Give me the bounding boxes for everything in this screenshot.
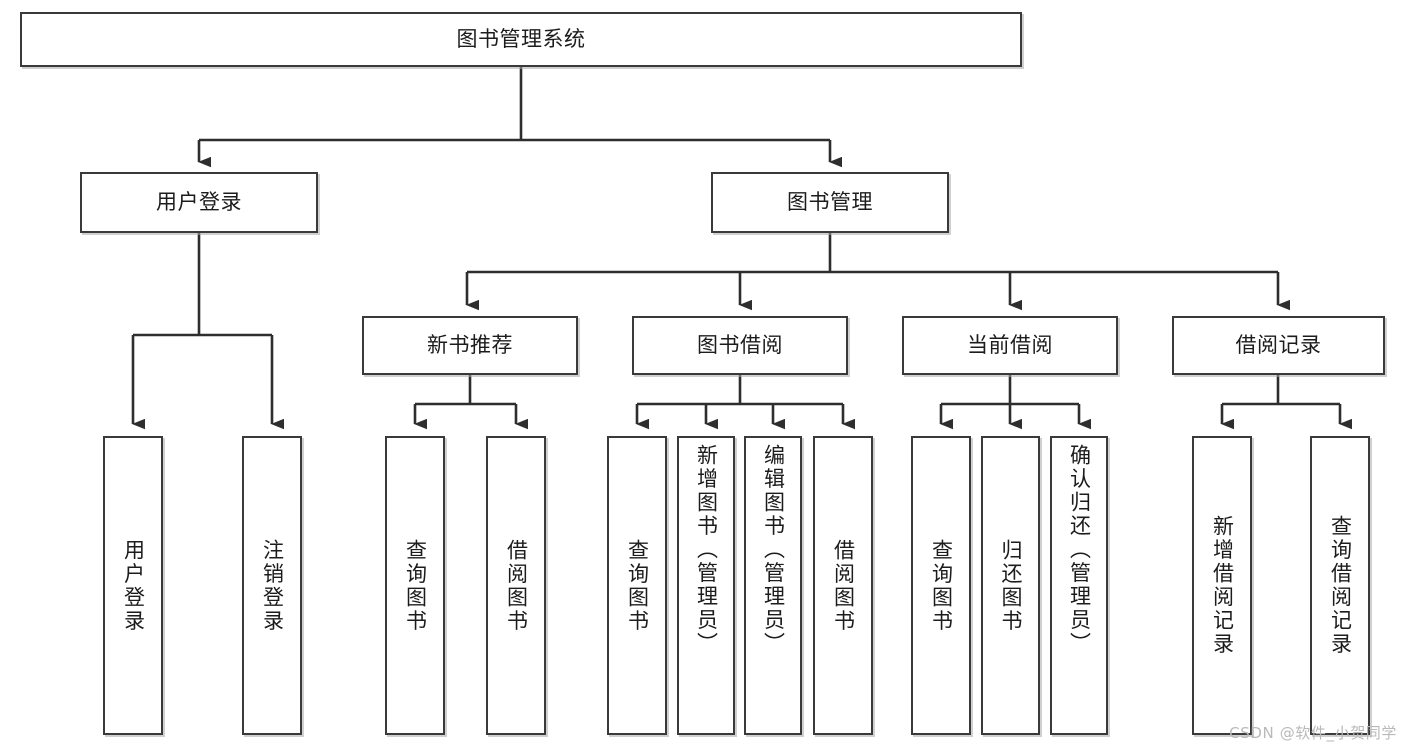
node-leaf-borrow-book-b[interactable]: 借阅图书 [813, 436, 873, 735]
node-leaf-borrow-book-b-label: 借阅图书 [831, 538, 856, 633]
node-leaf-borrow-book-a[interactable]: 借阅图书 [486, 436, 546, 735]
node-leaf-borrow-book-a-label: 借阅图书 [504, 538, 529, 633]
connector-group-current-borrow [939, 375, 1091, 430]
node-leaf-user-login[interactable]: 用户登录 [103, 436, 163, 735]
node-current-borrow[interactable]: 当前借阅 [902, 316, 1118, 375]
node-current-borrow-label: 当前借阅 [967, 333, 1053, 358]
node-leaf-confirm-return[interactable]: 确认归还（管理员） [1050, 436, 1108, 735]
node-leaf-query-borrow-record-label: 查询借阅记录 [1328, 515, 1353, 656]
node-leaf-confirm-return-label: 确认归还（管理员） [1067, 444, 1092, 656]
node-leaf-query-book-a-label: 查询图书 [403, 538, 428, 633]
node-book-borrow[interactable]: 图书借阅 [632, 316, 848, 375]
connector-group-root [197, 67, 842, 168]
connector-group-book-manage [465, 233, 1290, 311]
node-user-login-label: 用户登录 [156, 190, 242, 215]
node-book-borrow-label: 图书借阅 [697, 333, 783, 358]
node-new-book-recommend-label: 新书推荐 [427, 333, 513, 358]
connector-group-borrow-record [1220, 375, 1352, 430]
node-leaf-logout-label: 注销登录 [260, 538, 285, 633]
node-leaf-query-book-c[interactable]: 查询图书 [911, 436, 971, 735]
node-leaf-edit-book[interactable]: 编辑图书（管理员） [744, 436, 802, 735]
node-leaf-edit-book-label: 编辑图书（管理员） [761, 444, 786, 656]
node-leaf-logout[interactable]: 注销登录 [242, 436, 302, 735]
connector-group-book-borrow [635, 375, 855, 430]
node-leaf-add-borrow-record-label: 新增借阅记录 [1210, 515, 1235, 656]
csdn-watermark: CSDN @软件_小贺同学 [1229, 724, 1397, 742]
node-new-book-recommend[interactable]: 新书推荐 [362, 316, 578, 375]
node-leaf-return-book[interactable]: 归还图书 [981, 436, 1040, 735]
node-leaf-add-book[interactable]: 新增图书（管理员） [677, 436, 735, 735]
node-borrow-record[interactable]: 借阅记录 [1172, 316, 1385, 375]
node-book-manage-label: 图书管理 [787, 190, 873, 215]
node-book-manage[interactable]: 图书管理 [711, 172, 949, 233]
node-leaf-user-login-label: 用户登录 [121, 538, 146, 633]
node-root-system-label: 图书管理系统 [456, 27, 586, 52]
connector-group-user-login [131, 233, 284, 430]
connector-group-new-book-rec [413, 375, 528, 430]
node-leaf-add-book-label: 新增图书（管理员） [694, 444, 719, 656]
node-leaf-return-book-label: 归还图书 [999, 538, 1023, 633]
node-user-login[interactable]: 用户登录 [80, 172, 318, 233]
node-leaf-query-book-b[interactable]: 查询图书 [607, 436, 667, 735]
node-leaf-query-borrow-record[interactable]: 查询借阅记录 [1310, 436, 1370, 735]
node-borrow-record-label: 借阅记录 [1235, 333, 1322, 358]
node-root-system[interactable]: 图书管理系统 [20, 12, 1022, 67]
node-leaf-query-book-a[interactable]: 查询图书 [385, 436, 445, 735]
node-leaf-query-book-b-label: 查询图书 [625, 538, 650, 633]
node-leaf-query-book-c-label: 查询图书 [929, 538, 954, 633]
node-leaf-add-borrow-record[interactable]: 新增借阅记录 [1192, 436, 1252, 735]
